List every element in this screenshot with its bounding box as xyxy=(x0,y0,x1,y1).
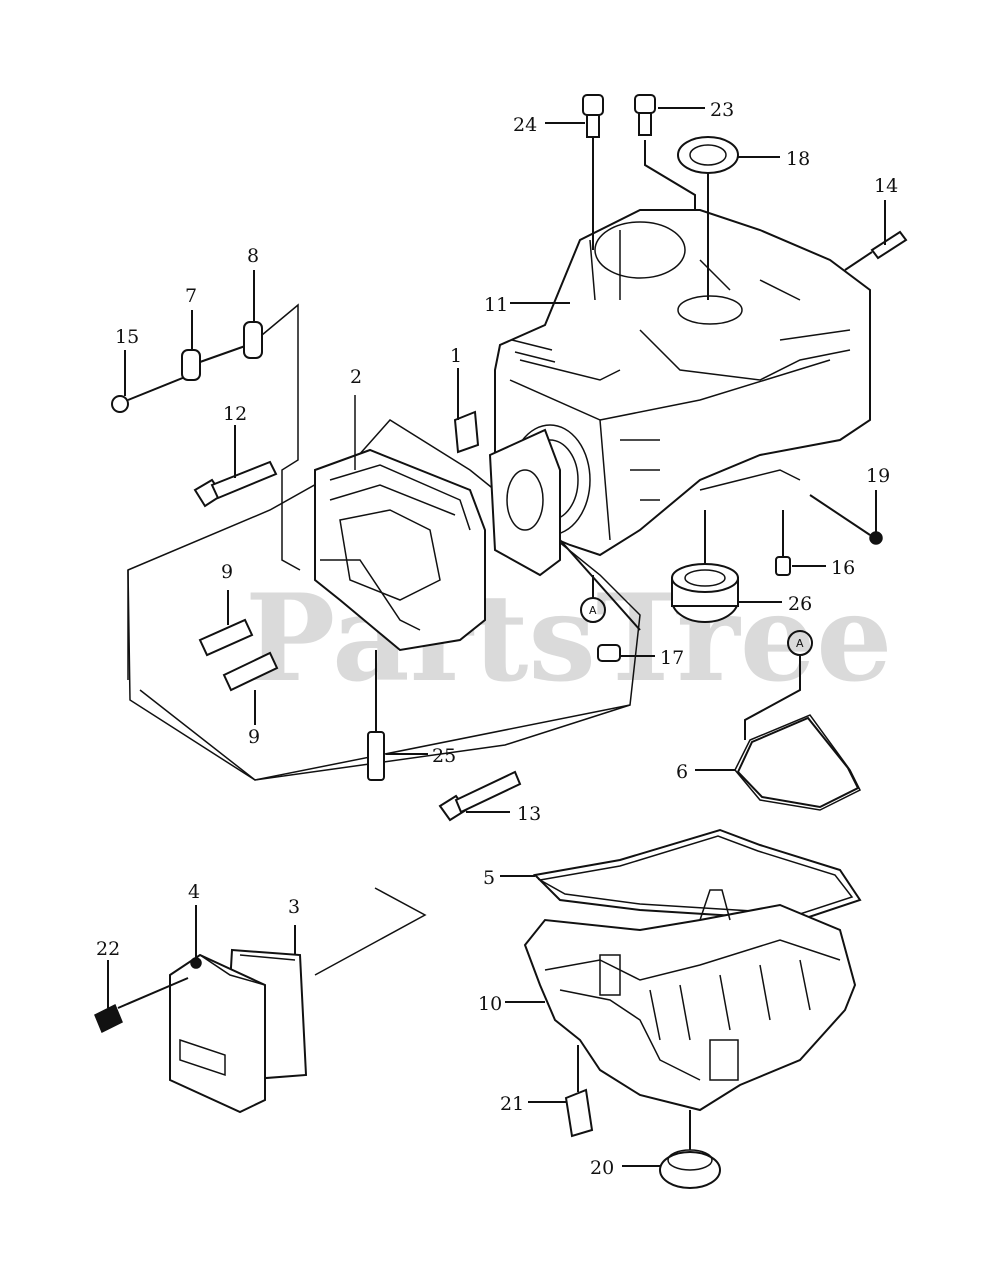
callout-19: 19 xyxy=(866,465,890,487)
dowel-16[interactable] xyxy=(775,510,791,576)
svg-text:9: 9 xyxy=(248,726,260,748)
svg-text:25: 25 xyxy=(432,745,456,767)
svg-text:2: 2 xyxy=(350,366,362,388)
callout-14: 14 xyxy=(874,175,898,197)
bolt-22[interactable] xyxy=(94,960,189,1034)
svg-text:22: 22 xyxy=(96,938,120,960)
gasket-6[interactable] xyxy=(734,655,862,811)
callout-18: 18 xyxy=(738,148,810,170)
bolt-23[interactable] xyxy=(634,94,696,210)
callout-25: 25 xyxy=(386,745,456,767)
callout-5: 5 xyxy=(483,867,535,889)
svg-text:15: 15 xyxy=(115,326,139,348)
svg-text:8: 8 xyxy=(247,245,259,267)
pan-gasket-5[interactable] xyxy=(532,828,862,922)
callout-12: 12 xyxy=(223,403,247,425)
cylinder-gasket[interactable] xyxy=(488,428,561,577)
callout-4: 4 xyxy=(188,881,200,903)
svg-text:16: 16 xyxy=(831,557,855,579)
svg-text:19: 19 xyxy=(866,465,890,487)
svg-text:23: 23 xyxy=(710,99,734,121)
bolt-21[interactable] xyxy=(564,1045,594,1138)
callout-3: 3 xyxy=(288,896,300,918)
svg-text:9: 9 xyxy=(221,561,233,583)
bolt-24[interactable] xyxy=(582,94,604,250)
bearing-26[interactable] xyxy=(671,510,739,623)
svg-text:1: 1 xyxy=(450,345,462,367)
svg-text:14: 14 xyxy=(874,175,898,197)
callout-8: 8 xyxy=(247,245,259,267)
bolt-13[interactable] xyxy=(438,770,522,822)
bolt-19[interactable] xyxy=(809,490,883,545)
callout-7: 7 xyxy=(185,285,197,307)
svg-text:4: 4 xyxy=(188,881,200,903)
callout-2: 2 xyxy=(350,366,362,388)
callout-26: 26 xyxy=(738,593,812,615)
oil-seal-20[interactable] xyxy=(659,1110,721,1189)
rocker-8[interactable] xyxy=(243,270,301,571)
cover-assembly-frame xyxy=(314,887,427,976)
svg-text:24: 24 xyxy=(513,114,537,136)
callout-9-upper: 9 xyxy=(221,561,233,583)
svg-text:A: A xyxy=(796,637,804,650)
reference-mark-a-right: A xyxy=(787,630,813,656)
bolt-14[interactable] xyxy=(844,200,908,271)
callout-9-lower: 9 xyxy=(248,726,260,748)
crankcase-block[interactable] xyxy=(494,209,871,557)
bolt-12[interactable] xyxy=(193,425,278,508)
head-gasket-1[interactable] xyxy=(453,368,480,454)
bolt-15[interactable] xyxy=(111,350,191,413)
oil-pan-10[interactable] xyxy=(523,889,857,1112)
callout-10: 10 xyxy=(478,993,545,1015)
svg-text:12: 12 xyxy=(223,403,247,425)
callout-15: 15 xyxy=(115,326,139,348)
svg-text:17: 17 xyxy=(660,647,684,669)
callout-21: 21 xyxy=(500,1093,566,1115)
oil-seal-18[interactable] xyxy=(677,136,739,300)
svg-text:A: A xyxy=(589,604,597,617)
dowel-17[interactable] xyxy=(559,539,641,662)
svg-text:18: 18 xyxy=(786,148,810,170)
svg-text:7: 7 xyxy=(185,285,197,307)
reference-mark-a-left: A xyxy=(580,575,606,623)
callout-1: 1 xyxy=(450,345,462,367)
svg-text:26: 26 xyxy=(788,593,812,615)
svg-text:21: 21 xyxy=(500,1093,524,1115)
callout-16: 16 xyxy=(792,557,855,579)
stud-25[interactable] xyxy=(367,650,385,781)
svg-text:11: 11 xyxy=(484,294,508,316)
svg-text:13: 13 xyxy=(517,803,541,825)
callout-6: 6 xyxy=(676,761,735,783)
svg-text:20: 20 xyxy=(590,1157,614,1179)
valve-cover-4[interactable] xyxy=(169,905,266,1114)
callout-24: 24 xyxy=(513,114,585,136)
cylinder-head-2[interactable] xyxy=(314,395,486,652)
svg-text:6: 6 xyxy=(676,761,688,783)
svg-text:3: 3 xyxy=(288,896,300,918)
push-rod-9-upper[interactable] xyxy=(198,590,254,657)
svg-text:10: 10 xyxy=(478,993,502,1015)
push-rod-9-lower[interactable] xyxy=(222,651,279,725)
callout-13: 13 xyxy=(466,803,541,825)
callout-22: 22 xyxy=(96,938,120,960)
callout-20: 20 xyxy=(590,1157,660,1179)
callout-17: 17 xyxy=(620,647,684,669)
callout-23: 23 xyxy=(658,99,734,121)
svg-text:5: 5 xyxy=(483,867,495,889)
callout-11: 11 xyxy=(484,294,570,316)
rocker-7[interactable] xyxy=(181,310,249,381)
